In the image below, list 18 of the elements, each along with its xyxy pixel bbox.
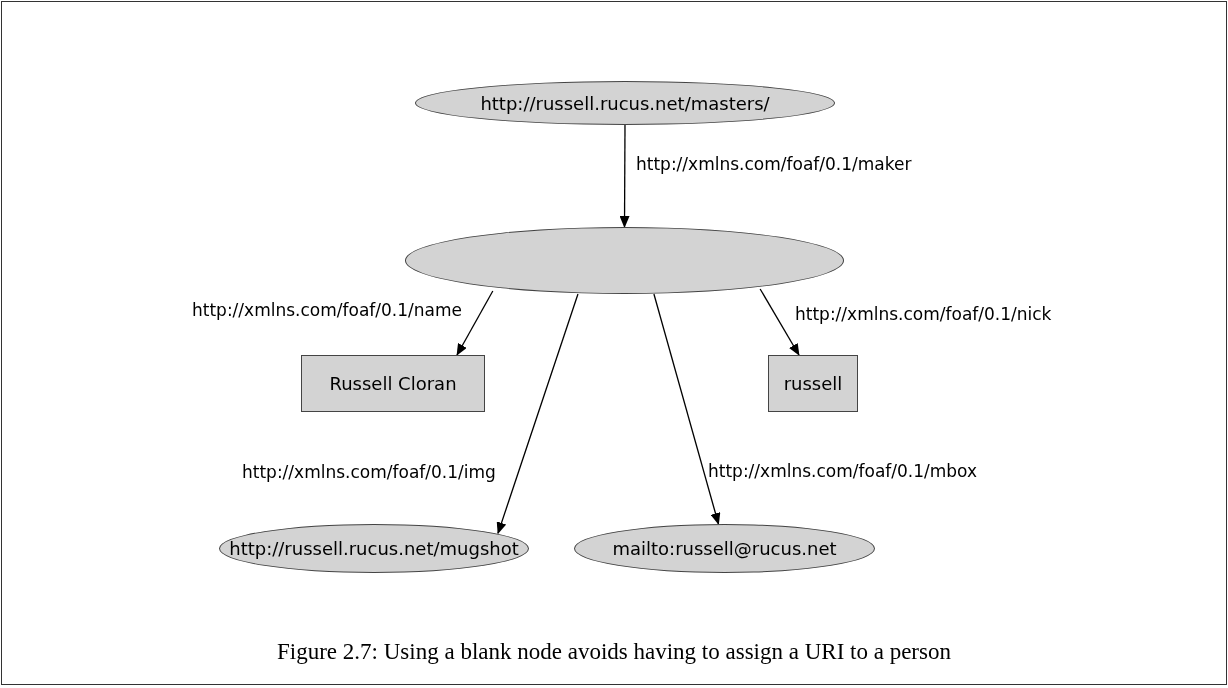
edge-label: http://xmlns.com/foaf/0.1/name	[192, 300, 462, 320]
node-label: russell	[783, 373, 843, 394]
figure-caption: Figure 2.7: Using a blank node avoids having to assign a URI to a person	[276, 639, 952, 665]
node-label: http://russell.rucus.net/masters/	[480, 92, 770, 114]
edge-label: http://xmlns.com/foaf/0.1/mbox	[708, 461, 978, 481]
node-label: http://russell.rucus.net/mugshot	[229, 538, 519, 559]
literal-box	[768, 355, 858, 412]
arrow	[653, 293, 721, 525]
node-label: Russell Cloran	[329, 373, 457, 394]
edge-label: http://xmlns.com/foaf/0.1/img	[242, 462, 496, 482]
arrow	[619, 124, 630, 228]
edge-label: http://xmlns.com/foaf/0.1/nick	[795, 304, 1052, 324]
arrow	[456, 290, 494, 356]
arrow	[496, 293, 579, 535]
edge-label: http://xmlns.com/foaf/0.1/maker	[636, 154, 912, 174]
literal-box	[301, 355, 485, 412]
arrow	[759, 288, 800, 356]
node-label: mailto:russell@rucus.net	[612, 538, 837, 559]
